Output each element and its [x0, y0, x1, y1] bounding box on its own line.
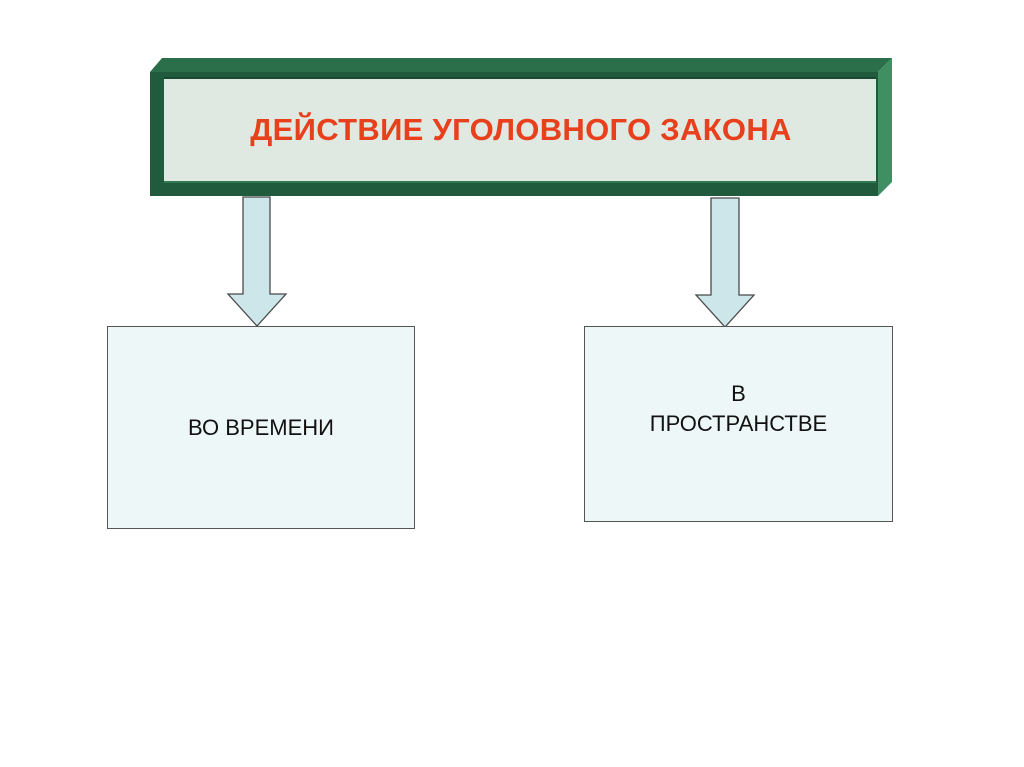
box-in-time-label: ВО ВРЕМЕНИ [188, 413, 334, 443]
arrow-down-left-icon [226, 196, 288, 327]
diagram-title: ДЕЙСТВИЕ УГОЛОВНОГО ЗАКОНА [250, 112, 792, 147]
box-in-space-line-2: ПРОСТРАНСТВЕ [649, 411, 828, 436]
box-in-space-line-1: В [731, 381, 746, 407]
arrow-down-right-icon [694, 197, 756, 328]
title-frame [150, 58, 892, 196]
box-in-time-line-1: ВО ВРЕМЕНИ [188, 414, 334, 440]
box-in-time: ВО ВРЕМЕНИ [107, 326, 415, 529]
box-in-space: В ПРОСТРАНСТВЕ [584, 326, 893, 522]
box-in-space-label: В ПРОСТРАНСТВЕ [650, 379, 827, 438]
